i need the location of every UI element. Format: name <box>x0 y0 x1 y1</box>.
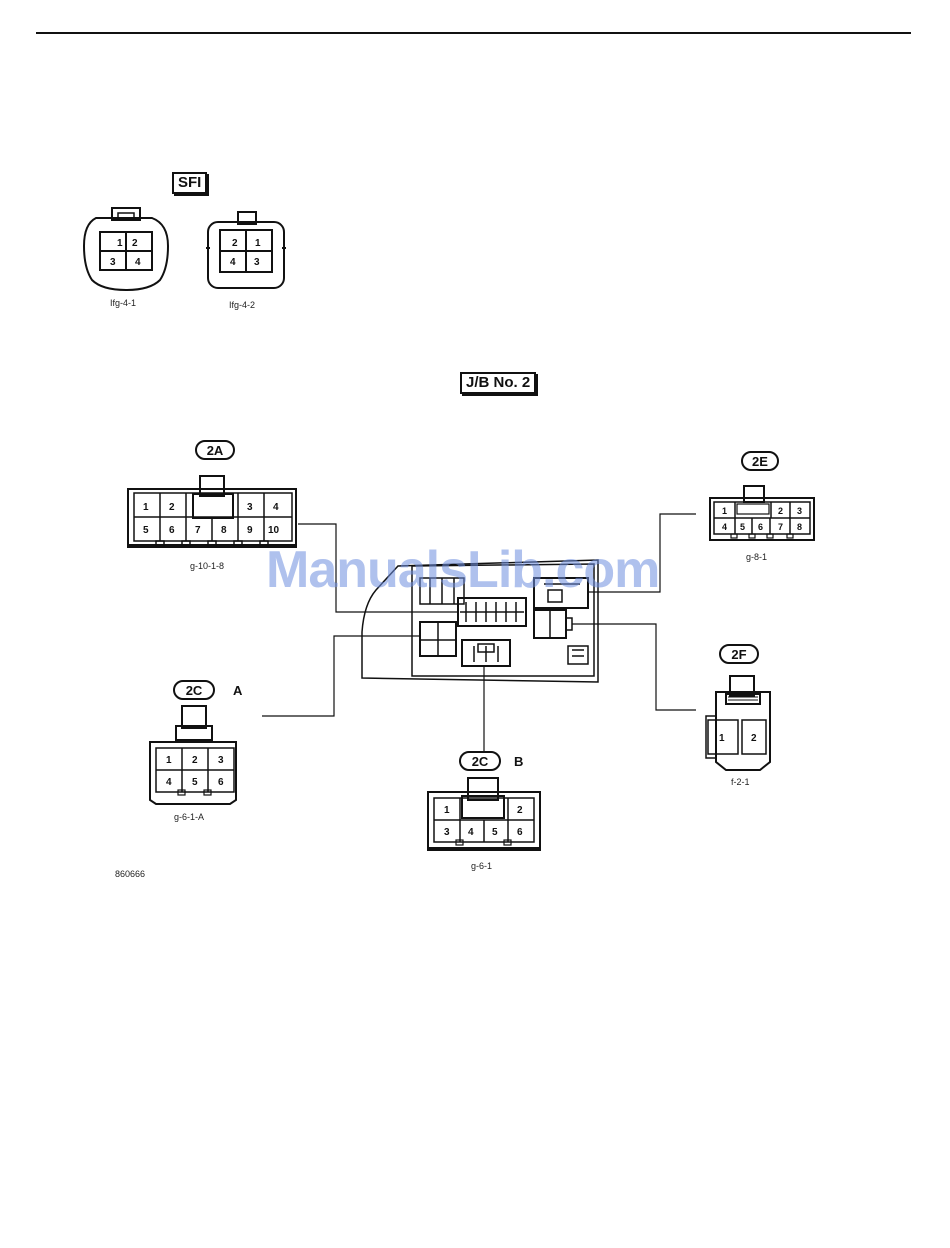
pin-label: 5 <box>492 827 498 838</box>
pin-label: 4 <box>166 777 172 788</box>
connector-name-2e: 2E <box>752 454 768 469</box>
pin-label: 4 <box>135 257 141 268</box>
pin-label: 2 <box>517 805 523 816</box>
pin-label: 6 <box>517 827 523 838</box>
pin-label: 1 <box>117 238 123 249</box>
pin-label: 2 <box>232 238 238 249</box>
pin-label: 1 <box>722 506 727 516</box>
connector-name-2c-b: 2C <box>472 754 489 769</box>
figure-code: 860666 <box>115 869 145 879</box>
pin-label: 6 <box>169 525 175 536</box>
caption-g-6-1: g-6-1 <box>471 861 492 871</box>
pin-label: 10 <box>268 525 280 536</box>
pin-label: 8 <box>221 525 227 536</box>
caption-ifg-4-2: Ifg-4-2 <box>229 300 255 310</box>
pin-label: 7 <box>778 522 783 532</box>
pin-label: 3 <box>247 502 253 513</box>
caption-f-2-1: f-2-1 <box>731 777 750 787</box>
connector-name-2f: 2F <box>731 647 746 662</box>
pin-label: 2 <box>751 733 757 744</box>
caption-ifg-4-1: Ifg-4-1 <box>110 298 136 308</box>
connector-ifg-4-2 <box>206 212 286 288</box>
pin-label: 4 <box>722 522 727 532</box>
pin-label: 3 <box>797 506 802 516</box>
connector-2f <box>706 676 770 770</box>
connector-2a <box>128 476 296 547</box>
caption-g-6-1-a: g-6-1-A <box>174 812 204 822</box>
pin-label: 9 <box>247 525 253 536</box>
caption-g-10-1-8: g-10-1-8 <box>190 561 224 571</box>
pin-label: 4 <box>468 827 474 838</box>
pin-label: 2 <box>132 238 138 249</box>
variant-a: A <box>233 683 242 698</box>
pin-label: 2 <box>192 755 198 766</box>
connector-ifg-4-1 <box>84 208 168 290</box>
pin-label: 1 <box>143 502 149 513</box>
pin-label: 8 <box>797 522 802 532</box>
pin-label: 5 <box>143 525 149 536</box>
pin-label: 1 <box>166 755 172 766</box>
pin-label: 3 <box>444 827 450 838</box>
pin-label: 6 <box>218 777 224 788</box>
connector-name-2c-a: 2C <box>186 683 203 698</box>
pin-label: 3 <box>218 755 224 766</box>
caption-g-8-1: g-8-1 <box>746 552 767 562</box>
pin-label: 1 <box>444 805 450 816</box>
pin-label: 1 <box>719 733 725 744</box>
pin-label: 6 <box>758 522 763 532</box>
pin-label: 7 <box>195 525 201 536</box>
pin-label: 4 <box>230 257 236 268</box>
pin-label: 2 <box>778 506 783 516</box>
pin-label: 3 <box>254 257 260 268</box>
variant-b: B <box>514 754 523 769</box>
pin-label: 2 <box>169 502 175 513</box>
pin-label: 5 <box>192 777 198 788</box>
pin-label: 1 <box>255 238 261 249</box>
pin-label: 3 <box>110 257 116 268</box>
pin-label: 4 <box>273 502 279 513</box>
watermark-text: ManualsLib.com <box>266 540 659 600</box>
connector-name-2a: 2A <box>207 443 224 458</box>
pin-label: 5 <box>740 522 745 532</box>
